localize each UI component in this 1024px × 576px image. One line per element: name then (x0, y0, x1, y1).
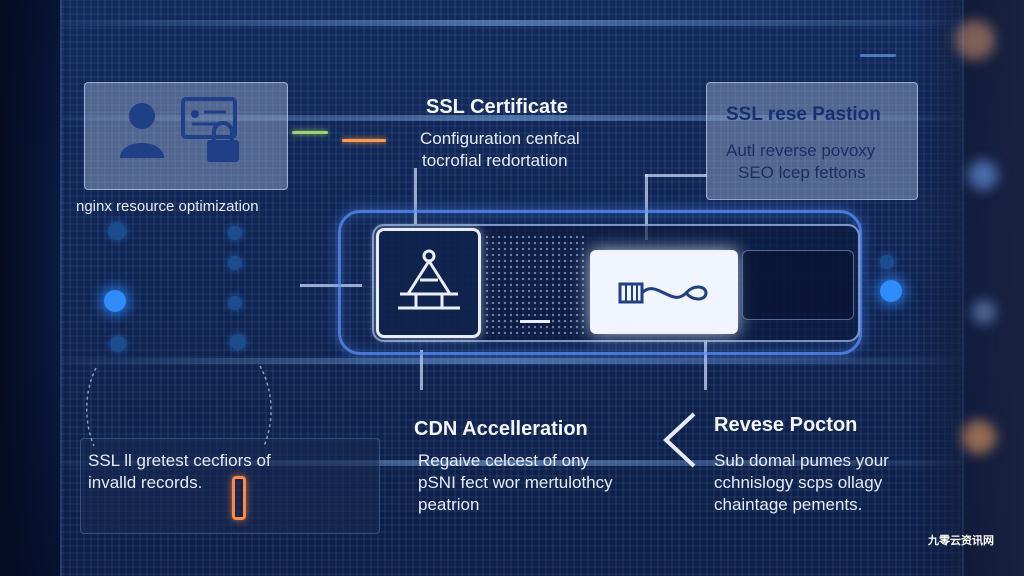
position-card (706, 82, 918, 200)
indicator-strip (292, 131, 328, 134)
position-title: SSL rese Pastion (726, 104, 881, 125)
network-module[interactable] (376, 228, 481, 338)
status-led (104, 290, 126, 312)
connector-line (645, 174, 648, 240)
position-line-1: Autl reverse povoxy (726, 141, 876, 160)
warning-indicator (232, 476, 246, 520)
appliance-frame (338, 210, 862, 355)
status-led (230, 334, 246, 350)
ssl-line-1: Configuration cenfcal (420, 129, 580, 148)
status-led (228, 296, 242, 310)
reverse-line-2: cchnislogy scps ollagy (714, 473, 883, 492)
connector-line (420, 350, 423, 390)
status-dash (520, 320, 550, 323)
connector-line (645, 174, 707, 177)
cdn-line-2: pSNI fect wor mertulothcy (418, 473, 613, 492)
resource-caption: nginx resource optimization (76, 198, 259, 215)
records-line-2: invalld records. (88, 473, 203, 492)
chevron-left-icon[interactable] (660, 410, 700, 475)
indicator-strip (342, 139, 386, 142)
cdn-line-1: Regaive celcest of ony (418, 451, 590, 470)
chain-link-icon (616, 276, 712, 315)
network-tower-icon (394, 246, 464, 321)
status-led (880, 255, 894, 269)
certificate-lock-icon (180, 96, 250, 171)
empty-slot (742, 250, 854, 320)
indicator-strip (860, 54, 896, 57)
cdn-line-3: peatrion (418, 495, 480, 514)
status-led (108, 222, 126, 240)
connector-line (414, 168, 417, 224)
records-card (80, 438, 380, 534)
rotate-arrow-icon (84, 362, 274, 457)
ssl-line-2: tocrofial redortation (422, 151, 568, 170)
status-led (228, 226, 242, 240)
connector-line (704, 340, 707, 390)
status-led (880, 280, 902, 302)
ssl-title: SSL Certificate (426, 96, 568, 118)
status-led (228, 256, 242, 270)
reverse-line-1: Sub domal pumes your (714, 451, 889, 470)
watermark: 九零云资讯网 (928, 535, 994, 547)
reverse-title: Revese Pocton (714, 414, 858, 436)
records-line-1: SSL ll gretest cecfiors of (88, 451, 271, 470)
status-led (110, 336, 126, 352)
position-line-2: SEO lcep fettons (738, 163, 866, 182)
reverse-line-3: chaintage pements. (714, 495, 863, 514)
vent-grid (484, 234, 584, 334)
cdn-title: CDN Accelleration (414, 418, 588, 440)
connector-line (300, 284, 362, 287)
user-icon (118, 100, 166, 165)
